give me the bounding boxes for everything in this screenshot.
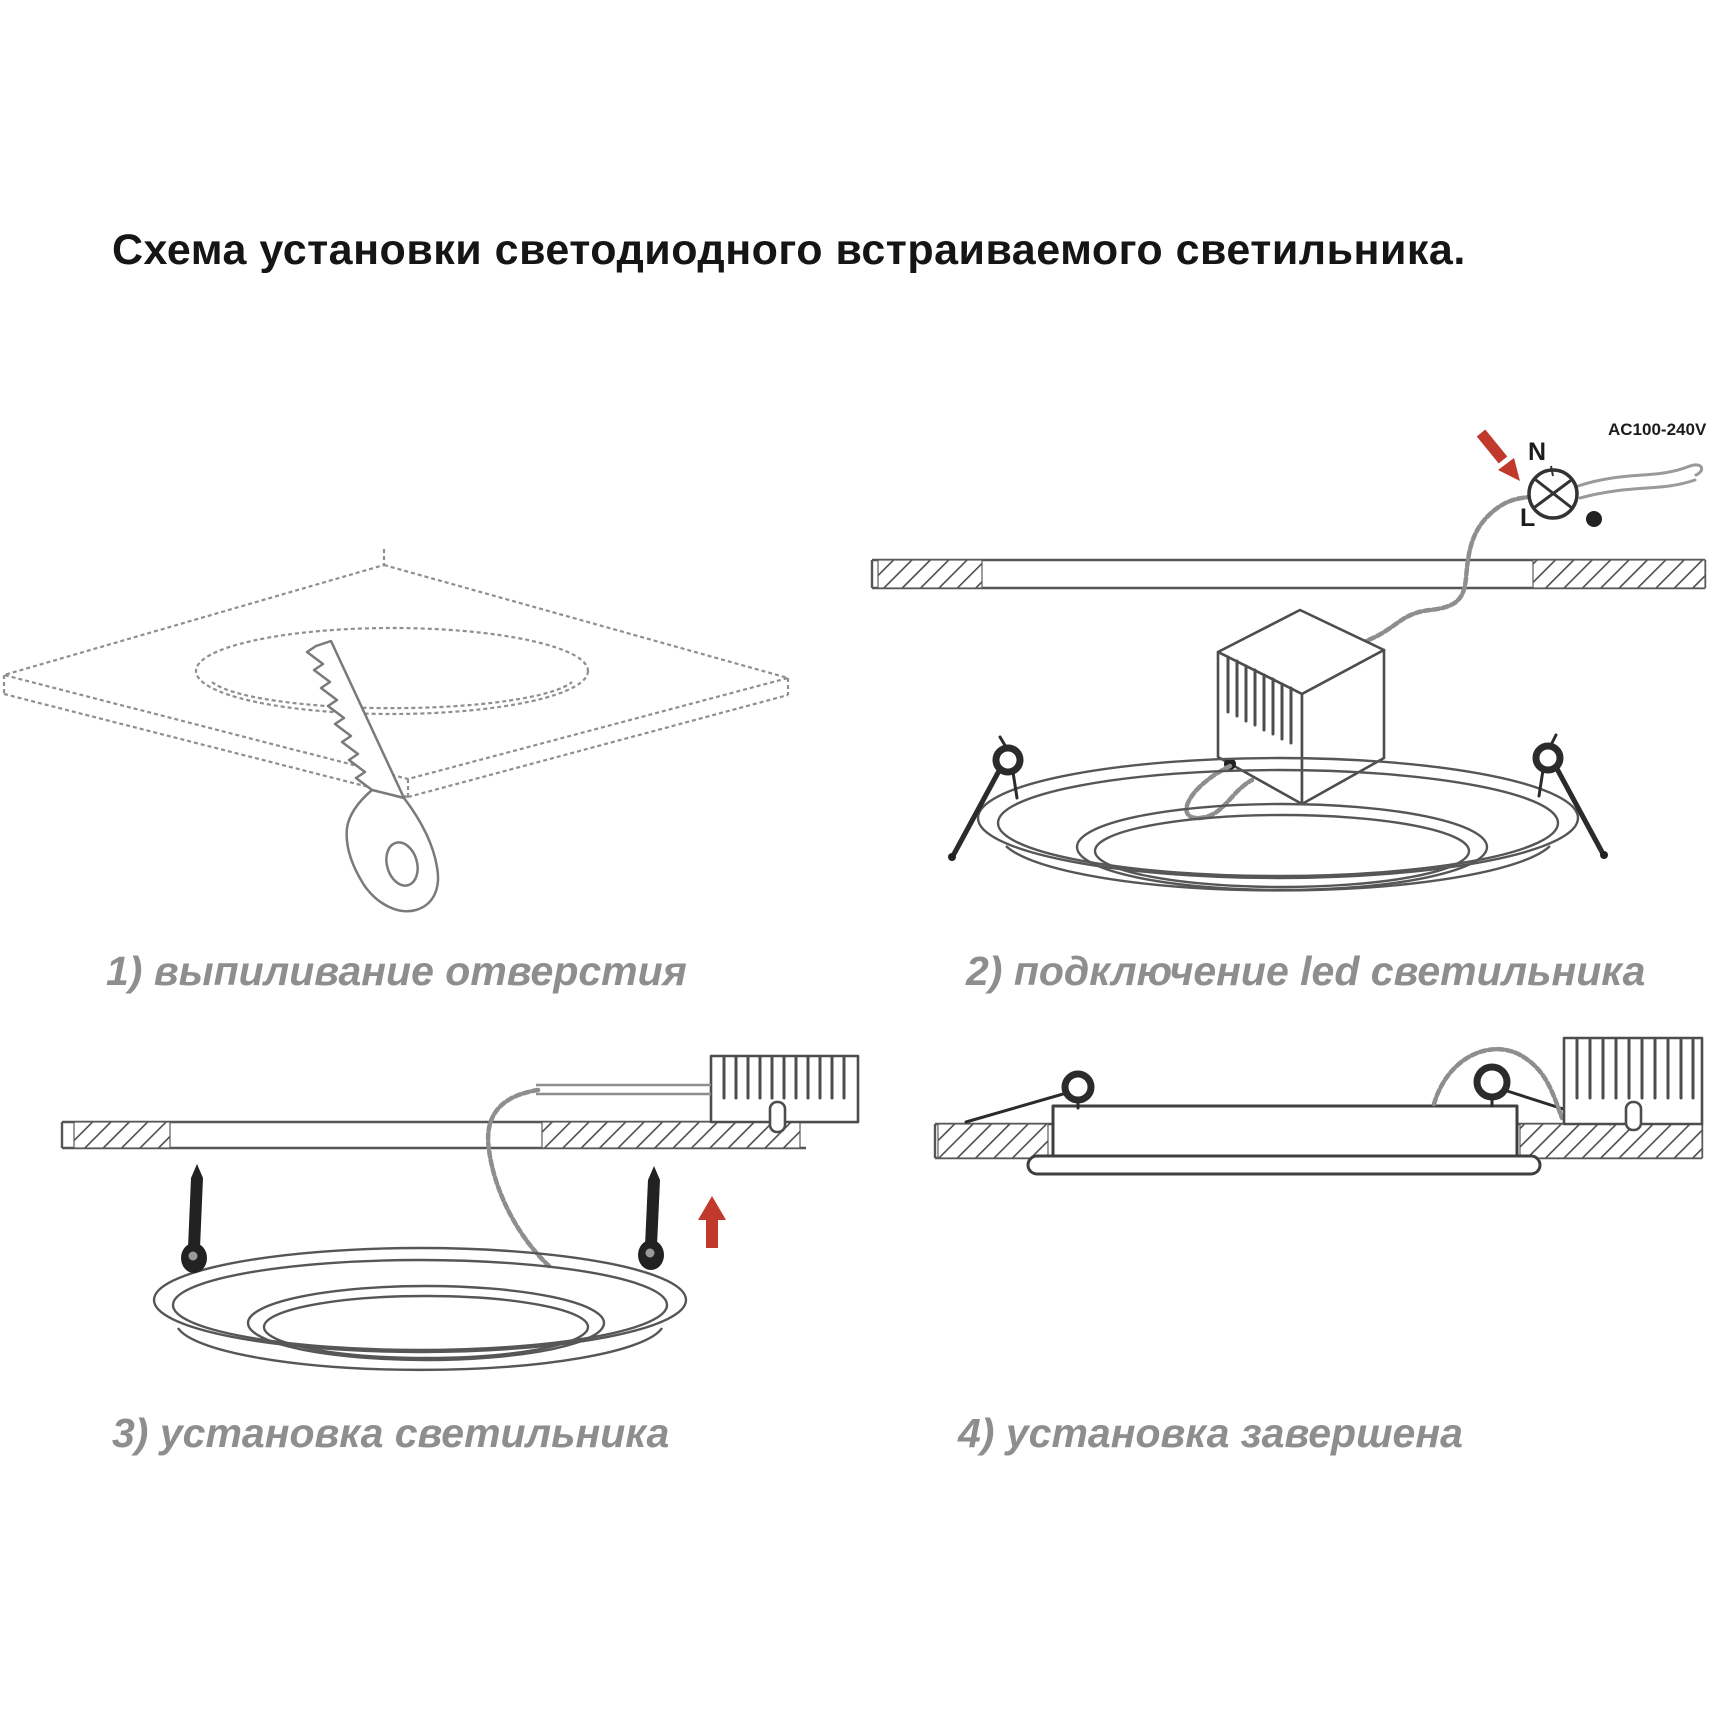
red-arrow-up-icon — [698, 1196, 726, 1248]
step4-caption: 4) установка завершена — [958, 1410, 1463, 1456]
step3-caption: 3) установка светильника — [112, 1410, 670, 1456]
ceiling-hatch-right — [1519, 1123, 1703, 1159]
spring-pin-right — [638, 1166, 664, 1270]
step1-illustration — [0, 549, 793, 913]
trim-flange — [1026, 1154, 1542, 1176]
ceiling-tile — [0, 549, 793, 799]
heatsink-fins — [1575, 1038, 1695, 1100]
ceiling-hatch-left — [73, 1121, 171, 1149]
spring-clip-left — [948, 735, 1024, 861]
led-driver-box — [709, 1054, 860, 1134]
step2-illustration — [870, 429, 1707, 892]
cutout-hole — [194, 626, 590, 716]
led-driver-box — [1562, 1036, 1704, 1132]
step2-caption: 2) подключение led светильника — [966, 948, 1646, 994]
spring-clip-right — [1532, 733, 1608, 859]
page-title: Схема установки светодиодного встраиваем… — [112, 226, 1466, 274]
driver-connector-stub — [1624, 1100, 1643, 1132]
driver-connector-stub — [768, 1100, 787, 1134]
recessed-led-panel — [1026, 1104, 1542, 1176]
ceiling-section — [60, 1120, 858, 1150]
led-driver-box — [1216, 608, 1386, 806]
led-panel — [976, 756, 1580, 892]
ceiling-section — [933, 1122, 1704, 1160]
line-wire-label: L — [1520, 504, 1536, 532]
neutral-wire-label: N — [1528, 438, 1547, 466]
power-wire — [485, 1083, 711, 1269]
spring-pin-left — [181, 1164, 207, 1273]
power-wire — [1349, 494, 1533, 649]
driver-to-panel-wire — [1184, 763, 1255, 821]
power-wire — [1431, 1046, 1565, 1121]
ceiling-section — [870, 558, 1707, 590]
step3-illustration — [60, 1054, 860, 1372]
step4-illustration — [933, 1036, 1704, 1176]
step1-caption: 1) выпиливание отверстия — [106, 948, 687, 994]
ceiling-hatch-right — [541, 1121, 801, 1149]
ceiling-hatch-left — [877, 559, 983, 589]
ceiling-hatch-right — [1532, 559, 1706, 589]
spring-clip-left — [964, 1070, 1095, 1124]
keyhole-saw-icon — [305, 639, 440, 913]
ceiling-hatch-left — [937, 1123, 1049, 1159]
red-arrow-down-icon — [1476, 429, 1520, 481]
heatsink-fins — [722, 1056, 846, 1100]
wire-connector — [1527, 463, 1704, 527]
voltage-label: AC100-240V — [1608, 420, 1707, 439]
led-panel — [152, 1246, 688, 1372]
heatsink-fins — [1226, 655, 1293, 745]
